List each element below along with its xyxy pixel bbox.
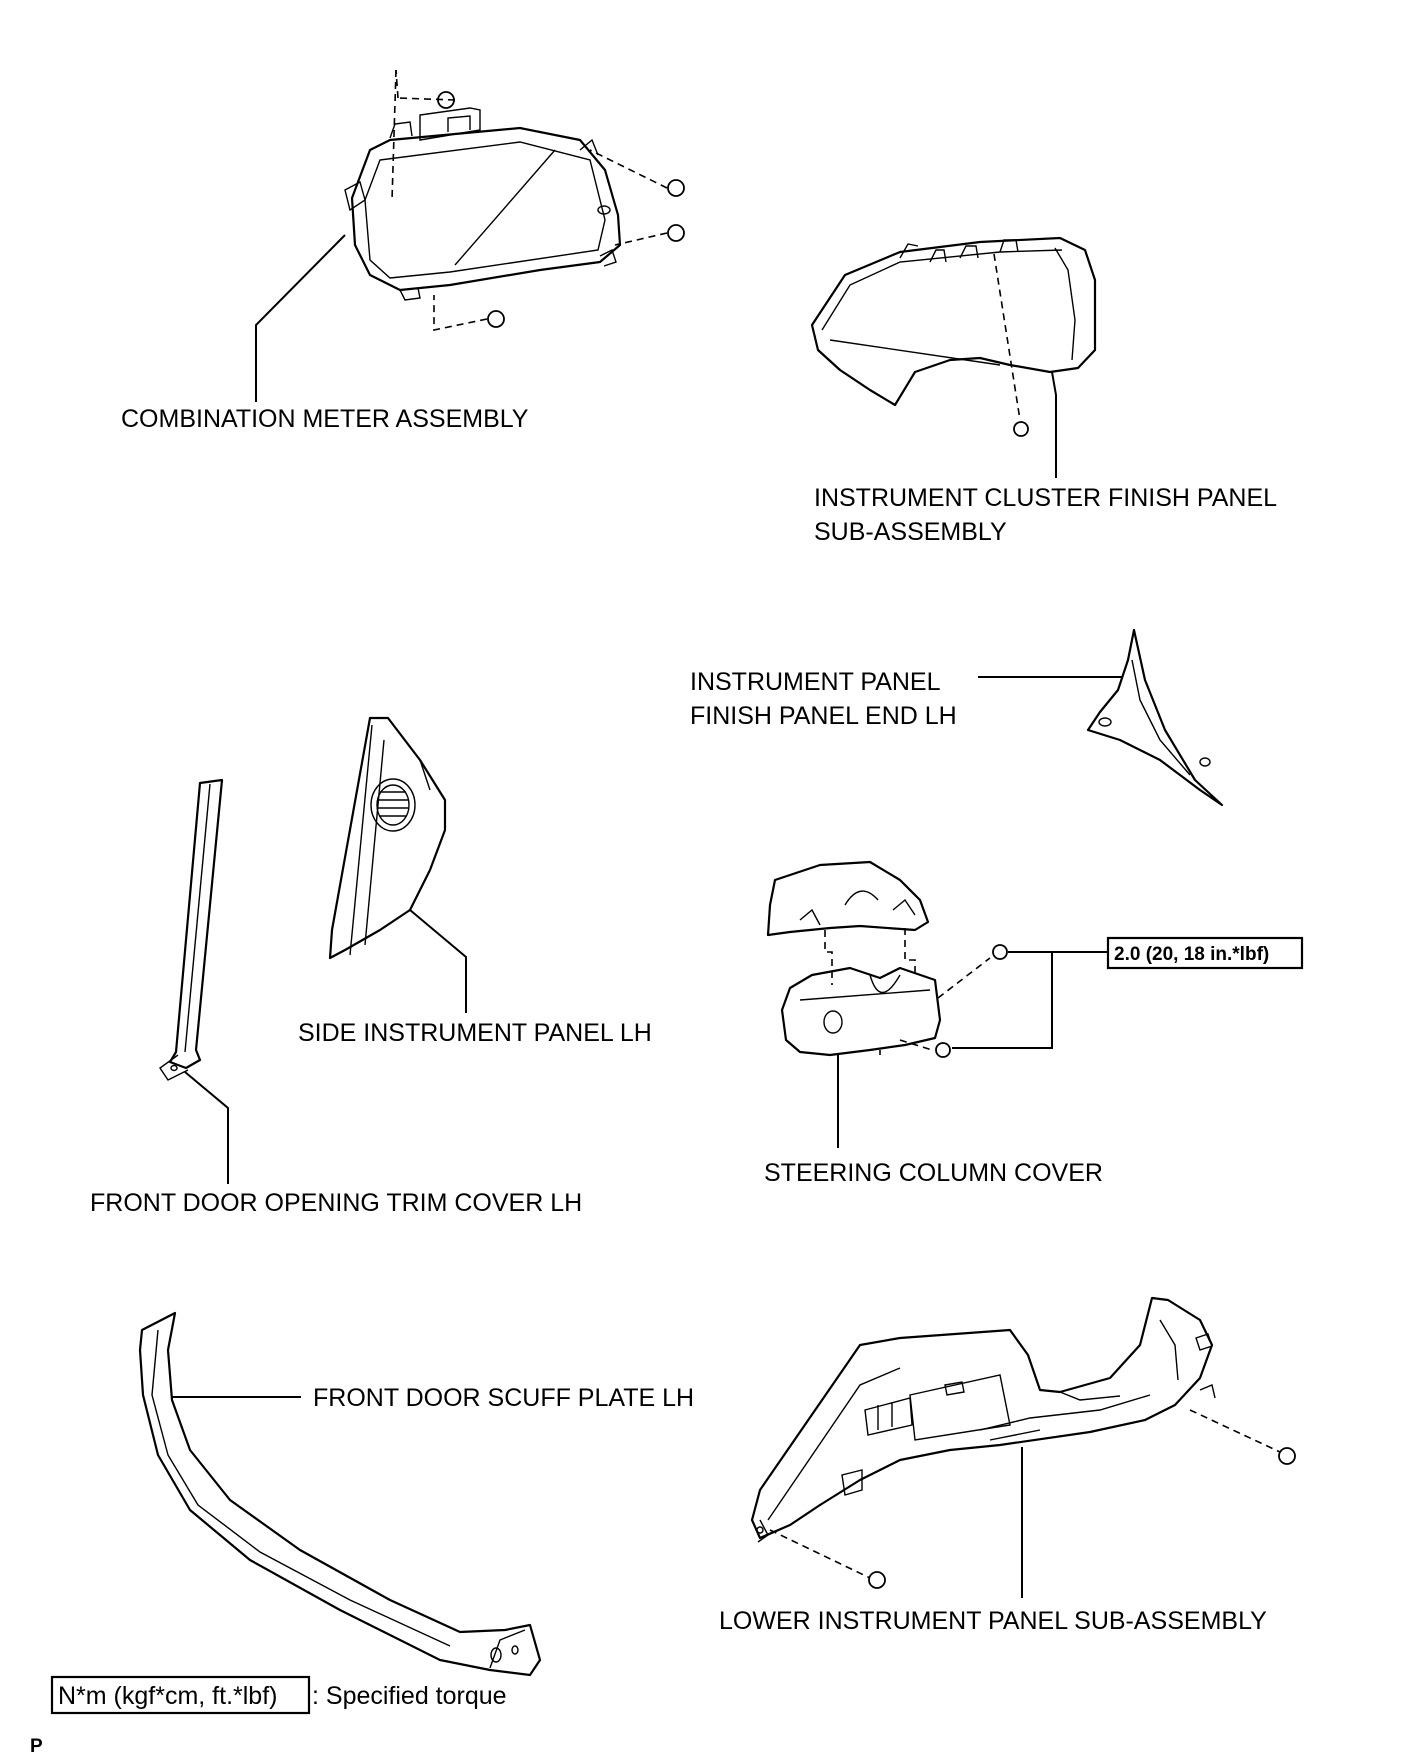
torque-leader: [952, 951, 1053, 1049]
side-panel-leader: [409, 909, 467, 1013]
combination-meter-label: COMBINATION METER ASSEMBLY: [121, 405, 529, 433]
side-panel-label: SIDE INSTRUMENT PANEL LH: [298, 1019, 652, 1047]
door-trim-cover-drawing: [159, 778, 224, 1081]
torque-spec-value: 2.0 (20, 18 in.*lbf): [1114, 944, 1269, 965]
steering-cover-label: STEERING COLUMN COVER: [764, 1159, 1103, 1187]
combination-meter-leader: [255, 234, 346, 402]
door-trim-label: FRONT DOOR OPENING TRIM COVER LH: [90, 1189, 582, 1217]
scuff-plate-label: FRONT DOOR SCUFF PLATE LH: [313, 1384, 694, 1412]
corner-mark: P: [30, 1736, 43, 1757]
steering-cover-dashes: [824, 928, 991, 1055]
cluster-finish-label-line1: INSTRUMENT CLUSTER FINISH PANEL: [814, 484, 1277, 512]
scuff-plate-drawing: [138, 1311, 542, 1677]
combination-meter-drawing: [344, 107, 622, 301]
side-instrument-panel-drawing: [328, 716, 447, 960]
legend-unit-box: [50, 1675, 311, 1715]
steering-cover-screw-upper: [992, 944, 1008, 960]
torque-spec-box: [1106, 936, 1304, 970]
panel-end-drawing: [1086, 628, 1224, 807]
lower-panel-drawing: [750, 1296, 1216, 1543]
lower-panel-label: LOWER INSTRUMENT PANEL SUB-ASSEMBLY: [719, 1607, 1267, 1635]
panel-end-label-line1: INSTRUMENT PANEL: [690, 668, 941, 696]
cluster-finish-screw: [993, 253, 1029, 437]
steering-column-cover-drawing: [766, 860, 942, 1057]
cluster-finish-label-line2: SUB-ASSEMBLY: [814, 518, 1007, 546]
legend-description: : Specified torque: [312, 1682, 507, 1710]
door-trim-leader: [184, 1071, 229, 1184]
meter-screws: [391, 69, 685, 331]
lower-panel-screws: [769, 1409, 1296, 1589]
cluster-finish-leader: [1051, 371, 1057, 478]
cluster-finish-panel-drawing: [810, 236, 1097, 407]
legend-units: N*m (kgf*cm, ft.*lbf): [58, 1682, 277, 1710]
steering-cover-screw-lower: [935, 1042, 951, 1058]
panel-end-label-line2: FINISH PANEL END LH: [690, 702, 957, 730]
